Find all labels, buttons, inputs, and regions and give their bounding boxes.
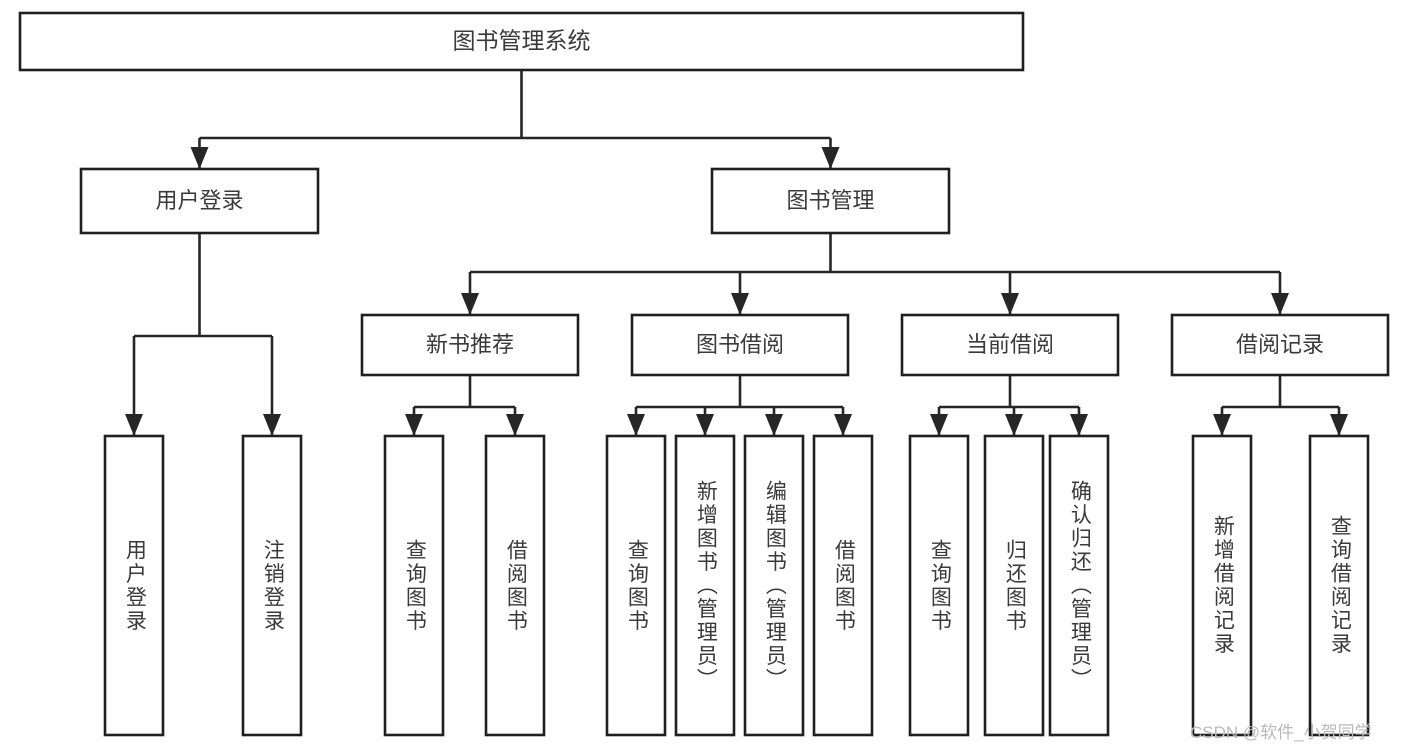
node-label-user-login: 用户登录	[155, 188, 243, 213]
node-label-root: 图书管理系统	[453, 28, 591, 54]
node-label-current-borrow: 当前借阅	[966, 332, 1054, 357]
node-box-current-borrow[interactable]	[900, 313, 1120, 377]
box-layer	[18, 11, 1390, 737]
arrow-head-icon	[1005, 414, 1023, 436]
node-box-root[interactable]	[18, 11, 1025, 72]
arrow-head-icon	[834, 414, 852, 436]
arrow-head-icon	[821, 147, 840, 169]
arrow-head-icon	[1330, 414, 1348, 436]
node-box-return-book[interactable]	[983, 434, 1045, 737]
arrow-head-icon	[731, 293, 749, 315]
arrow-head-icon	[1213, 414, 1231, 436]
node-box-query-book-3[interactable]	[908, 434, 970, 737]
node-box-query-book-1[interactable]	[383, 434, 445, 737]
connector-layer	[125, 70, 1348, 436]
arrow-head-icon	[125, 414, 143, 436]
node-box-query-book-2[interactable]	[605, 434, 667, 737]
node-box-user-login-do[interactable]	[103, 434, 165, 737]
arrow-head-icon	[190, 147, 209, 169]
node-box-book-borrow[interactable]	[630, 313, 850, 377]
node-label-book-manage: 图书管理	[786, 188, 874, 213]
arrow-head-icon	[405, 414, 423, 436]
node-box-confirm-return-admin[interactable]	[1048, 434, 1110, 737]
node-box-query-borrow-record[interactable]	[1308, 434, 1370, 737]
node-box-borrow-record[interactable]	[1170, 313, 1390, 377]
node-label-borrow-record: 借阅记录	[1236, 332, 1324, 357]
node-box-borrow-book-2[interactable]	[812, 434, 874, 737]
arrow-head-icon	[627, 414, 645, 436]
csdn-watermark: CSDN @软件_小贺同学	[1190, 723, 1372, 742]
arrow-head-icon	[930, 414, 948, 436]
node-box-user-logout[interactable]	[241, 434, 303, 737]
node-box-edit-book-admin[interactable]	[743, 434, 805, 737]
arrow-head-icon	[1001, 293, 1019, 315]
node-label-new-book-recommend: 新书推荐	[426, 332, 514, 357]
arrow-head-icon	[696, 414, 714, 436]
node-label-book-borrow: 图书借阅	[696, 332, 784, 357]
node-box-book-manage[interactable]	[710, 167, 951, 235]
arrow-head-icon	[1271, 293, 1289, 315]
arrow-head-icon	[765, 414, 783, 436]
node-box-user-login[interactable]	[79, 167, 320, 235]
arrow-head-icon	[506, 414, 524, 436]
node-box-add-book-admin[interactable]	[674, 434, 736, 737]
node-box-new-book-recommend[interactable]	[360, 313, 580, 377]
node-box-add-borrow-record[interactable]	[1191, 434, 1253, 737]
node-box-borrow-book-1[interactable]	[484, 434, 546, 737]
arrow-head-icon	[1070, 414, 1088, 436]
arrow-head-icon	[263, 414, 281, 436]
arrow-head-icon	[461, 293, 479, 315]
